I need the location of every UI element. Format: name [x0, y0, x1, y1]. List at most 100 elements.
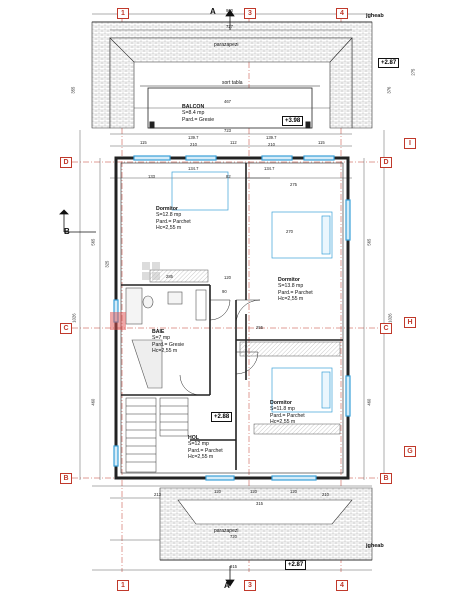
dim-left-total: 1026	[71, 313, 77, 323]
dim-bottom-b: 120	[250, 489, 257, 494]
level-balcon: +3.98	[282, 116, 304, 126]
room-balcon-floor: Pard.= Gresie	[182, 116, 215, 123]
dim-bottom-a: 120	[214, 489, 221, 494]
room-dormitor-1: Dormitor S=12.8 mp Pard.= Parchet Hc=2,5…	[156, 206, 191, 232]
axis-left-d: D	[60, 157, 72, 168]
beds	[171, 171, 333, 413]
axis-top-1: 1	[117, 8, 129, 19]
roof-top	[91, 21, 373, 129]
section-a-top: A	[210, 7, 216, 16]
axis-left-b: B	[60, 473, 72, 484]
section-markers	[59, 9, 235, 587]
dim-top-balcon-a: 467	[224, 99, 231, 104]
dim-top-roof: 727	[226, 24, 233, 29]
stairs	[125, 397, 189, 473]
room-dormitor-1-name: Dormitor	[156, 206, 178, 212]
axis-top-4: 4	[336, 8, 348, 19]
room-hol-floor: Pard.= Parchet	[188, 447, 223, 454]
room-baie-name: BAIE	[152, 329, 165, 335]
room-hol: HOL S=12 mp Pard.= Parchet Hc=2,55 m	[188, 435, 223, 461]
room-dormitor-2-name: Dormitor	[278, 277, 300, 283]
dim-row3-e: 133	[148, 174, 155, 179]
dim-bottom-c: 120	[290, 489, 297, 494]
room-dormitor-2-area: S=13.8 mp	[278, 283, 304, 290]
room-dormitor-3-area: S=11.8 mp	[270, 406, 295, 413]
dim-row2-a: 210	[190, 142, 197, 147]
dim-right-a: 565	[366, 238, 372, 246]
room-dormitor-3-height: Hc=2,55 m	[270, 419, 296, 426]
dim-row3-c: 82	[226, 174, 231, 179]
axis-bottom-1: 1	[117, 580, 129, 591]
label-parazapezi-bottom: parazapezi	[214, 528, 239, 534]
dim-bottom-f: 315	[256, 501, 263, 506]
room-baie-height: Hc=2,55 m	[152, 348, 178, 355]
dim-row1-c: 112	[230, 140, 237, 145]
axis-left-c: C	[60, 323, 72, 334]
dim-left-a: 565	[90, 238, 96, 246]
doors	[179, 177, 270, 396]
axis-right-b: B	[380, 473, 392, 484]
bathroom-fixtures	[125, 287, 207, 389]
dim-right-b: 460	[366, 398, 372, 406]
room-balcon-name: BALCON	[182, 104, 205, 110]
room-dormitor-2-floor: Pard.= Parchet	[278, 289, 313, 296]
windows	[113, 155, 351, 481]
room-dormitor-1-area: S=12.8 mp	[156, 212, 182, 219]
dim-top-overall: 960	[226, 8, 233, 13]
dim-bottom-g: 720	[230, 534, 237, 539]
axis-bottom-4: 4	[336, 580, 348, 591]
wardrobes	[149, 269, 341, 435]
axis-top-3: 3	[244, 8, 256, 19]
room-hol-height: Hc=2,55 m	[188, 454, 214, 461]
axis-right-d: D	[380, 157, 392, 168]
dim-row3-b: 134.7	[264, 166, 275, 171]
axis-right-c: C	[380, 323, 392, 334]
label-jgheab-top: jgheab	[366, 13, 384, 19]
axis-right-i: I	[404, 138, 416, 149]
room-baie: BAIE S=7 mp Pard.= Gresie Hc=2,55 m	[152, 329, 184, 355]
label-sort-tabla: sort tabla	[222, 80, 243, 86]
room-dormitor-3-name: Dormitor	[270, 400, 292, 406]
dim-lines-top	[79, 13, 385, 571]
dim-left-d: 325	[104, 260, 110, 268]
room-dormitor-3-floor: Pard.= Parchet	[270, 412, 305, 419]
axis-right-g: G	[404, 446, 416, 457]
axis-right-h: H	[404, 317, 416, 328]
dim-bottom-d: 213	[154, 492, 161, 497]
room-dormitor-3: Dormitor S=11.8 mp Pard.= Parchet Hc=2,5…	[270, 400, 305, 426]
dim-row2-b: 210	[268, 142, 275, 147]
dim-left-c: 355	[70, 86, 76, 94]
dim-bottom-e: 210	[322, 492, 329, 497]
dim-mid-e: 90	[222, 289, 227, 294]
room-hol-area: S=12 mp	[188, 441, 209, 448]
roof-bottom	[159, 487, 373, 561]
watermark	[110, 262, 160, 330]
section-b: B	[64, 227, 70, 236]
dim-mid-c: 255	[256, 325, 263, 330]
dim-mid-d: 120	[224, 275, 231, 280]
dim-right-d: 376	[386, 86, 392, 94]
dim-mid-a: 270	[286, 229, 293, 234]
label-jgheab-bottom: jgheab	[366, 543, 384, 549]
dim-row1-b: 139.7	[188, 135, 199, 140]
dim-right-total: 1026	[387, 313, 393, 323]
dim-row1-e: 115	[318, 140, 325, 145]
room-dormitor-2: Dormitor S=13.8 mp Pard.= Parchet Hc=2,5…	[278, 277, 313, 303]
section-a-bottom: A	[224, 581, 230, 590]
dim-row3-a: 134.7	[188, 166, 199, 171]
room-dormitor-1-floor: Pard.= Parchet	[156, 218, 191, 225]
room-balcon: BALCON S=8.4 mp Pard.= Gresie	[182, 104, 214, 123]
label-parazapezi-top: parazapezi	[214, 42, 239, 48]
room-balcon-area: S=8.4 mp	[182, 110, 205, 117]
dim-right-c: 275	[410, 68, 416, 76]
room-dormitor-1-height: Hc=2,55 m	[156, 225, 182, 232]
dim-bottom-h: 915	[230, 564, 237, 569]
level-hol: +2.88	[211, 412, 233, 422]
dim-left-b: 460	[90, 398, 96, 406]
axis-bottom-3: 3	[244, 580, 256, 591]
room-hol-name: HOL	[188, 435, 199, 441]
room-baie-floor: Pard.= Gresie	[152, 341, 185, 348]
dim-top-balcon-b: 723	[224, 128, 231, 133]
room-dormitor-2-height: Hc=2,55 m	[278, 296, 304, 303]
